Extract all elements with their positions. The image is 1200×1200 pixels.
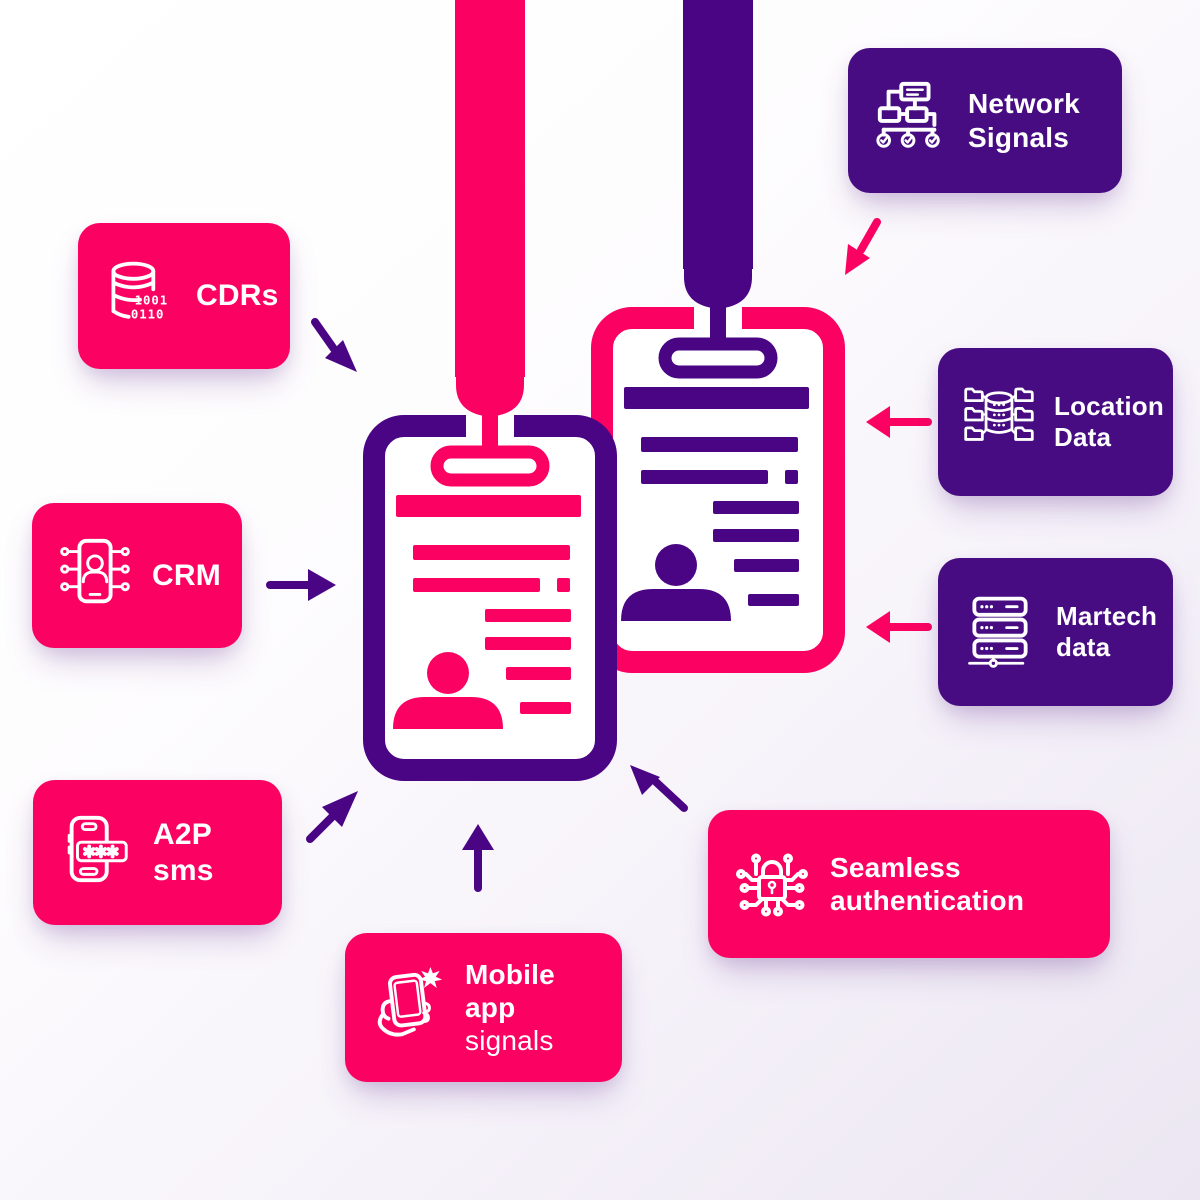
- network-icon: [872, 79, 950, 162]
- card-network-signals: Network Signals: [848, 48, 1122, 193]
- server-stack-icon: [962, 592, 1038, 673]
- badge-right: [602, 265, 834, 662]
- card-label: CRM: [152, 558, 221, 592]
- lock-circuit-icon: [732, 842, 812, 927]
- card-label: CDRs: [196, 279, 279, 313]
- crm-phone-icon: [56, 534, 134, 617]
- arrow-from-seamless-authentication: [630, 765, 688, 812]
- card-crm: CRM: [32, 503, 242, 648]
- folder-database-icon: [962, 383, 1036, 462]
- svg-text:0110: 0110: [131, 307, 165, 321]
- arrow-from-cdrs: [311, 318, 357, 372]
- badge-left: [374, 373, 606, 770]
- card-label: Network Signals: [968, 88, 1080, 153]
- card-cdrs: 1001 0110 CDRs: [78, 223, 290, 369]
- lanyard-right: [683, 0, 753, 269]
- card-mobile-app-signals: Mobile app signals: [345, 933, 622, 1082]
- card-label: Mobile app signals: [465, 958, 555, 1057]
- card-a2p-sms: A2P sms: [33, 780, 282, 925]
- arrow-from-network-signals: [845, 218, 881, 275]
- arrow-from-martech-data: [866, 611, 932, 643]
- arrow-from-a2p-sms: [306, 791, 358, 843]
- arrow-from-crm: [266, 569, 336, 601]
- card-martech-data: Martech data: [938, 558, 1173, 706]
- card-label: Seamless authentication: [830, 851, 1025, 916]
- password-phone-icon: [57, 811, 135, 894]
- svg-text:1001: 1001: [135, 293, 169, 307]
- arrow-from-location-data: [866, 406, 932, 438]
- card-location-data: Location Data: [938, 348, 1173, 496]
- card-label: Location Data: [1054, 391, 1164, 452]
- card-label: Martech data: [1056, 601, 1158, 662]
- hand-phone-icon: [369, 966, 447, 1049]
- database-icon: 1001 0110: [102, 256, 178, 337]
- lanyard-left: [455, 0, 525, 377]
- arrow-from-mobile-app-signals: [462, 824, 494, 892]
- card-seamless-authentication: Seamless authentication: [708, 810, 1110, 958]
- card-label: A2P sms: [153, 818, 214, 887]
